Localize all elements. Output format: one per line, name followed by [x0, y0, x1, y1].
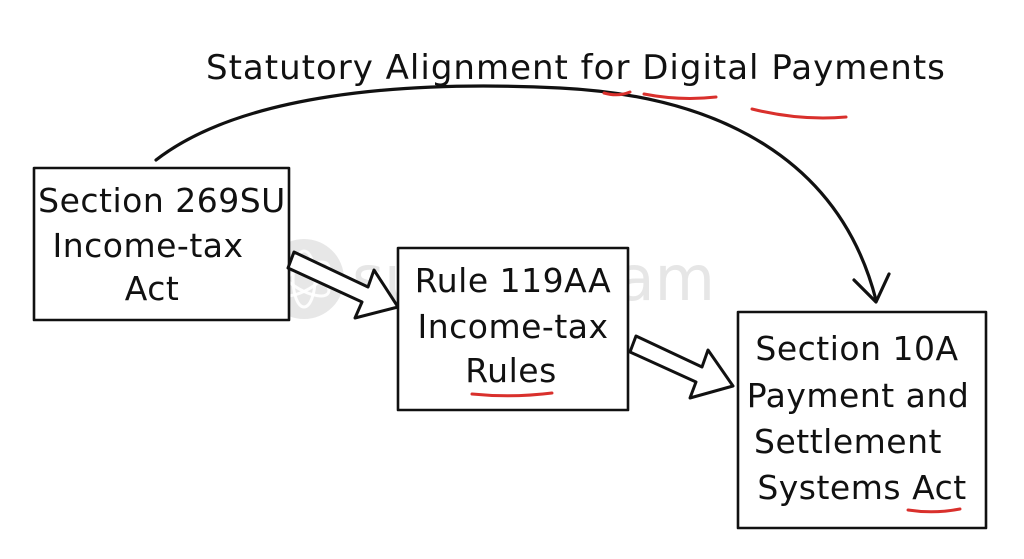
box-section-269su-line-3: Act: [125, 269, 180, 308]
box-section-10a-line-4: Systems Act: [757, 468, 966, 507]
box-section-269su-border: [32, 166, 291, 322]
box-rule-119aa-line-2: Income-tax: [417, 307, 608, 346]
right-block-arrow-icon: [628, 334, 735, 400]
box-section-269su-line-1: Section 269SU: [38, 181, 286, 220]
title-underline-digital-end: [642, 92, 718, 100]
right-block-arrow-icon: [286, 250, 400, 320]
title-space: [760, 48, 772, 88]
box-section-10a: Section 10A Payment and Settlement Syste…: [736, 310, 988, 530]
box-section-269su: Section 269SU Income-tax Act: [32, 166, 291, 322]
box-rule-119aa: Rule 119AA Income-tax Rules: [396, 246, 630, 412]
title-underline-payments: [750, 107, 848, 120]
title-prefix: Statutory Alignment for: [206, 48, 642, 88]
box-section-10a-border: [736, 310, 988, 530]
title-underline-digital-start: [602, 90, 632, 97]
title-emphasis-digital: Digital: [642, 48, 759, 88]
title-emphasis-payments: Payments: [771, 48, 946, 88]
curved-arrow-icon: [154, 84, 891, 304]
box-rule-119aa-line-3: Rules: [465, 351, 557, 390]
diagram-title: Statutory Alignment for Digital Payments: [206, 48, 946, 88]
box-section-10a-line-3: Settlement: [754, 422, 942, 461]
box-rule-119aa-line-1: Rule 119AA: [415, 261, 611, 300]
box-section-10a-line-2: Payment and: [747, 376, 970, 415]
box-rule-119aa-underline: [470, 391, 554, 398]
box-section-10a-line-1: Section 10A: [755, 329, 958, 368]
box-rule-119aa-border: [396, 246, 630, 412]
box-section-269su-line-2: Income-tax: [52, 226, 243, 265]
box-section-10a-underline: [906, 507, 962, 514]
